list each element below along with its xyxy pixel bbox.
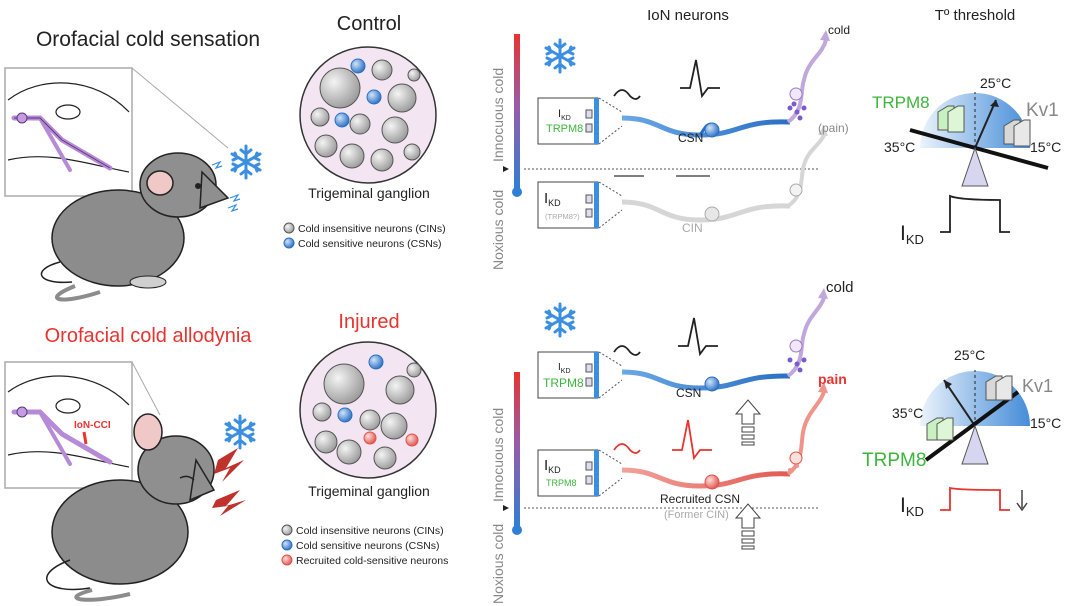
ganglion-injured <box>299 341 437 479</box>
trpm8-label-top: TRPM8 <box>872 93 930 112</box>
legend-cin: Cold insensitive neurons (CINs) <box>298 223 446 235</box>
svg-text:IKD: IKD <box>558 362 571 375</box>
csn-label-2: CSN <box>676 386 701 400</box>
ganglion-caption-bottom: Trigeminal ganglion <box>308 483 430 499</box>
action-potential-top <box>680 59 720 99</box>
ikd-threshold-top: I <box>900 222 906 245</box>
seesaw-balance-top: 25°C 35°C 15°C TRPM8 Kv1 <box>872 75 1061 187</box>
thermometer-scale-bottom: Innocuous cold Noxious cold <box>490 372 820 604</box>
action-potential-recruited <box>672 419 712 461</box>
bottom-left-title: Orofacial cold allodynia <box>45 325 253 347</box>
legend-csn-2: Cold sensitive neurons (CSNs) <box>296 540 440 552</box>
lightning-icon <box>212 448 246 516</box>
ikd-threshold-bottom-sub: KD <box>906 504 924 519</box>
ikd-sub-4: KD <box>548 465 561 475</box>
csn-neuron-top: IKD TRPM8 CSN cold <box>537 23 850 145</box>
top-left-title: Orofacial cold sensation <box>36 28 260 51</box>
ikd-threshold-top-sub: KD <box>906 232 924 247</box>
cold-label-top: cold <box>828 23 850 37</box>
ganglion-control <box>299 46 437 184</box>
t15-label: 15°C <box>1030 139 1061 155</box>
recruited-csn-label: Recruited CSN <box>660 492 740 506</box>
kv1-label-top: Kv1 <box>1026 100 1059 121</box>
csn-neuron-bottom: IKD TRPM8 CSN cold <box>537 279 854 400</box>
csn-label: CSN <box>678 131 703 145</box>
scale-top-noxious: Noxious cold <box>490 190 506 270</box>
thermometer-scale: Innocuous cold Noxious cold <box>490 34 820 270</box>
svg-text:IKD: IKD <box>544 457 561 475</box>
trpm8-label-2: TRPM8 <box>543 376 584 390</box>
ion-title: IoN neurons <box>647 7 729 24</box>
ikd-label-3: I <box>558 362 561 373</box>
svg-text:IKD: IKD <box>900 494 924 519</box>
t15-label-2: 15°C <box>1030 415 1061 431</box>
t25-label-2: 25°C <box>954 347 985 363</box>
kv1-label-bottom: Kv1 <box>1022 376 1053 396</box>
trpm8-label-bottom: TRPM8 <box>862 450 926 471</box>
current-trace: IKD <box>900 194 1010 247</box>
trpm8-label: TRPM8 <box>546 123 583 135</box>
t35-label: 35°C <box>884 139 915 155</box>
current-trace-bottom: IKD <box>900 486 1028 519</box>
legend-csn: Cold sensitive neurons (CSNs) <box>298 238 442 250</box>
down-arrow-icon <box>1016 490 1028 512</box>
injury-label: IoN-CCI <box>74 420 111 431</box>
legend-recruited: Recruited cold-sensitive neurons <box>296 555 448 567</box>
seesaw-balance-bottom: 25°C 35°C 15°C TRPM8 Kv1 <box>862 347 1061 471</box>
ikd-sub-2: KD <box>548 198 561 208</box>
former-cin-label: (Former CIN) <box>664 509 729 521</box>
scale-top-innocuous: Innocuous cold <box>490 68 506 162</box>
legend-top: Cold insensitive neurons (CINs) Cold sen… <box>283 222 446 250</box>
pain-label: pain <box>818 371 847 387</box>
up-arrow-icon <box>734 503 762 550</box>
scale-bottom-noxious: Noxious cold <box>490 524 506 604</box>
up-arrow-icon <box>734 399 762 446</box>
pain-paren-label: (pain) <box>818 121 849 135</box>
ikd-label-2: I <box>544 190 548 207</box>
mouse-illustration <box>4 67 241 302</box>
action-potential-bottom <box>678 317 718 357</box>
cold-label-bottom: cold <box>826 279 854 296</box>
cin-neuron-top: IKD (TRPM8?) CIN (pain) <box>537 121 849 235</box>
scale-bottom-innocuous: Innocuous cold <box>490 408 506 502</box>
snowflake-icon <box>544 302 576 338</box>
ikd-threshold-bottom: I <box>900 494 906 517</box>
snowflake-icon <box>544 38 576 74</box>
svg-text:IKD: IKD <box>544 190 561 208</box>
trpm8-q-label: (TRPM8?) <box>545 212 580 221</box>
ikd-sub-3: KD <box>561 368 571 375</box>
legend-bottom: Cold insensitive neurons (CINs) Cold sen… <box>281 524 448 567</box>
snowflake-icon <box>224 414 256 450</box>
control-title: Control <box>337 13 401 35</box>
ikd-label-4: I <box>544 457 548 474</box>
snowflake-icon <box>230 144 262 180</box>
legend-cin-2: Cold insensitive neurons (CINs) <box>296 525 444 537</box>
t25-label: 25°C <box>980 75 1011 91</box>
svg-text:IKD: IKD <box>558 108 571 122</box>
injured-title: Injured <box>338 311 399 333</box>
svg-text:IKD: IKD <box>900 222 924 247</box>
ganglion-caption-top: Trigeminal ganglion <box>308 185 430 201</box>
t35-label-2: 35°C <box>892 405 923 421</box>
ikd-label: I <box>558 108 561 120</box>
mouse-illustration: IoN-CCI <box>4 361 216 602</box>
threshold-title: Tº threshold <box>935 7 1016 24</box>
cin-label: CIN <box>682 221 703 235</box>
ikd-sub: KD <box>561 115 571 122</box>
trpm8-label-3: TRPM8 <box>546 478 577 488</box>
recruited-csn-neuron: IKD TRPM8 Recruited CSN (Former CIN) pai… <box>537 371 847 521</box>
